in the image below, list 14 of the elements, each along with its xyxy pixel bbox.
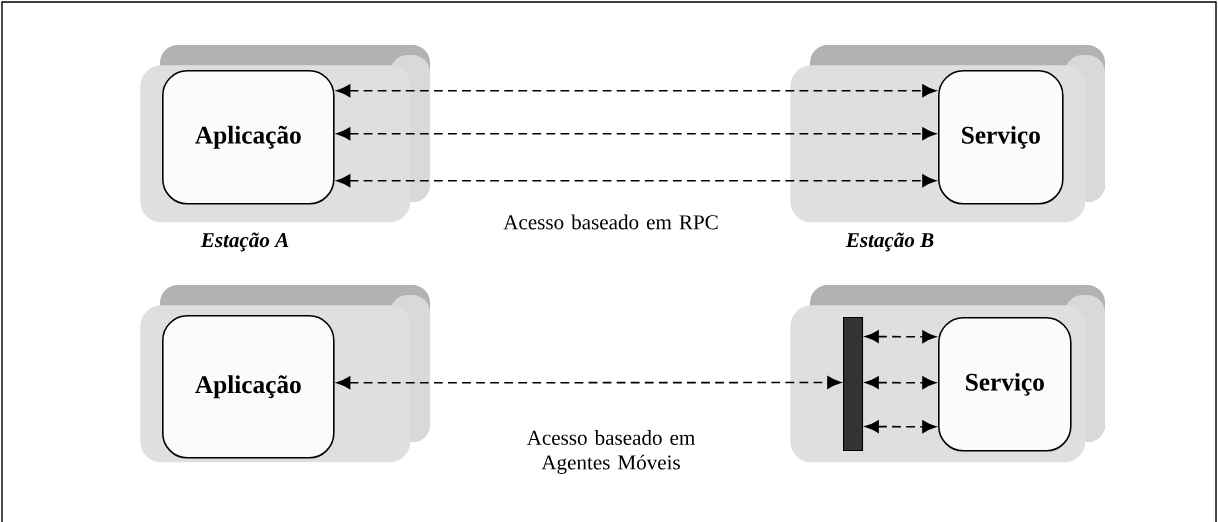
arrow [336,174,936,188]
arrow [865,330,936,344]
station-label: Estação B [845,232,934,252]
caption-text: Acesso baseado em RPC [503,214,718,230]
arrow [865,376,936,390]
caption-text: Acesso baseado em Agentes Móveis [526,430,695,474]
arrow [865,420,936,434]
station-label: Estação A [200,232,289,252]
arrow [336,376,841,390]
arrow [336,84,936,98]
component-box: Serviço [938,317,1072,452]
component-box: Aplicação [162,315,335,459]
bar [843,317,864,452]
arrow [336,127,936,141]
